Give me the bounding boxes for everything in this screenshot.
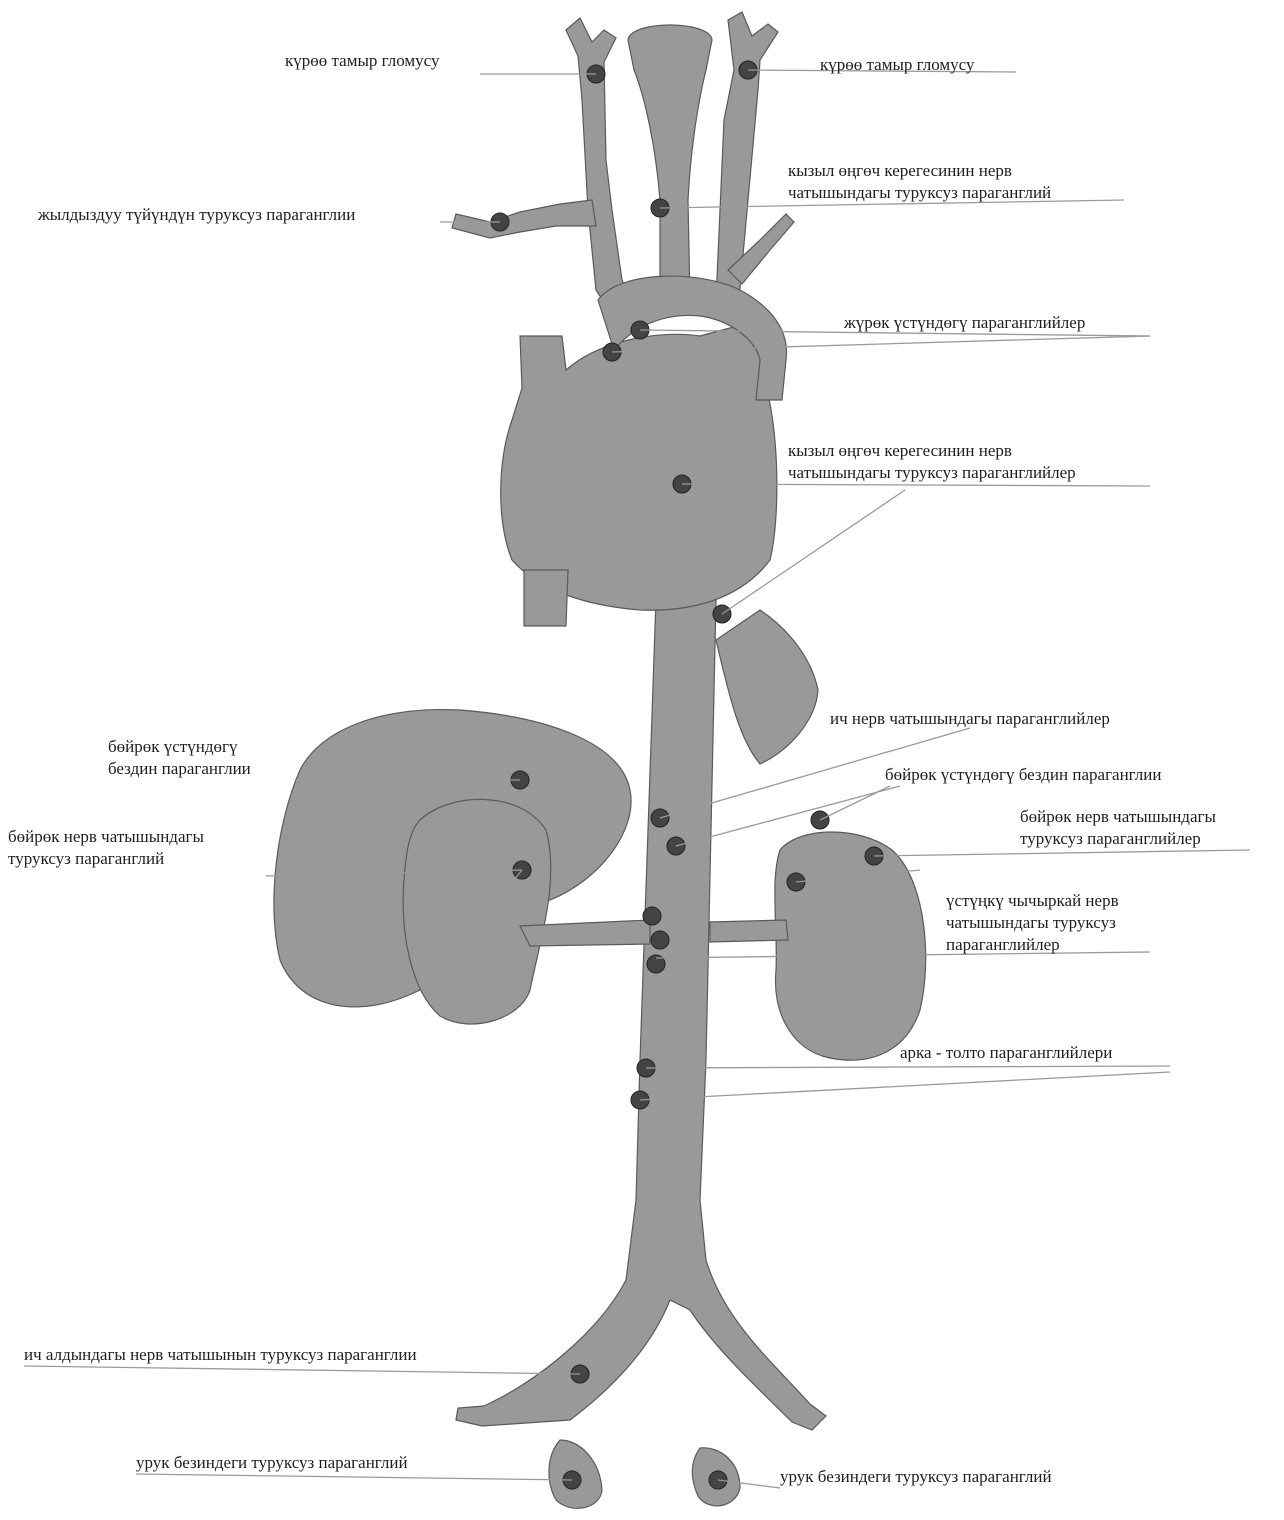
label-hypogastric: ич алдындагы нерв чатышынын туруксуз пар… <box>24 1344 417 1366</box>
leader-adrenal-right <box>820 786 890 820</box>
label-renal-right: бөйрөк нерв чатышындагы туруксуз параган… <box>1020 806 1216 850</box>
stomach <box>716 610 818 764</box>
label-esophagus-2: кызыл өңгөч керегесинин нерв чатышындагы… <box>788 440 1076 484</box>
label-aortic-lumbar: арка - толто параганглийлери <box>900 1042 1112 1064</box>
esophagus <box>628 25 712 300</box>
leader-testis-left <box>136 1474 572 1480</box>
label-adrenal-right: бөйрөк үстүндөгү бездин параганглии <box>885 764 1161 786</box>
label-stellate: жылдыздуу түйүндүн туруксуз параганглии <box>38 204 355 226</box>
leader-aortic-lumbar-2 <box>640 1072 1170 1100</box>
left-subclavian-artery <box>452 200 596 238</box>
mesenteric-node-1 <box>643 907 661 925</box>
label-testis-right: урук безиндеги туруксуз параганглий <box>780 1466 1052 1488</box>
leader-renal-right-1 <box>874 850 1250 856</box>
label-esophagus-1: кызыл өңгөч керегесинин нерв чатышындагы… <box>788 160 1051 204</box>
label-renal-left: бөйрөк нерв чатышындагы туруксуз параган… <box>8 826 204 870</box>
heart <box>501 320 777 610</box>
label-testis-left: урук безиндеги туруксуз параганглий <box>136 1452 408 1474</box>
label-adrenal-left: бөйрөк үстүндөгү бездин параганглии <box>108 736 251 780</box>
label-mesenteric: үстүңкү чычыркай нерв чатышындагы турукс… <box>946 890 1119 956</box>
label-carotid-right: күрөө тамыр гломусу <box>820 54 974 76</box>
label-supracardial: жүрөк үстүндөгү параганглийлер <box>844 312 1085 334</box>
vena-cava-stub <box>524 570 568 626</box>
leader-aortic-lumbar-1 <box>646 1066 1170 1068</box>
mesenteric-node-2 <box>651 931 669 949</box>
label-intestinal: ич нерв чатышындагы параганглийлер <box>830 708 1110 730</box>
leader-hypogastric <box>24 1366 580 1374</box>
left-kidney <box>403 799 551 1024</box>
right-kidney <box>775 832 926 1060</box>
label-carotid-left: күрөө тамыр гломусу <box>285 50 439 72</box>
organs <box>274 12 926 1508</box>
